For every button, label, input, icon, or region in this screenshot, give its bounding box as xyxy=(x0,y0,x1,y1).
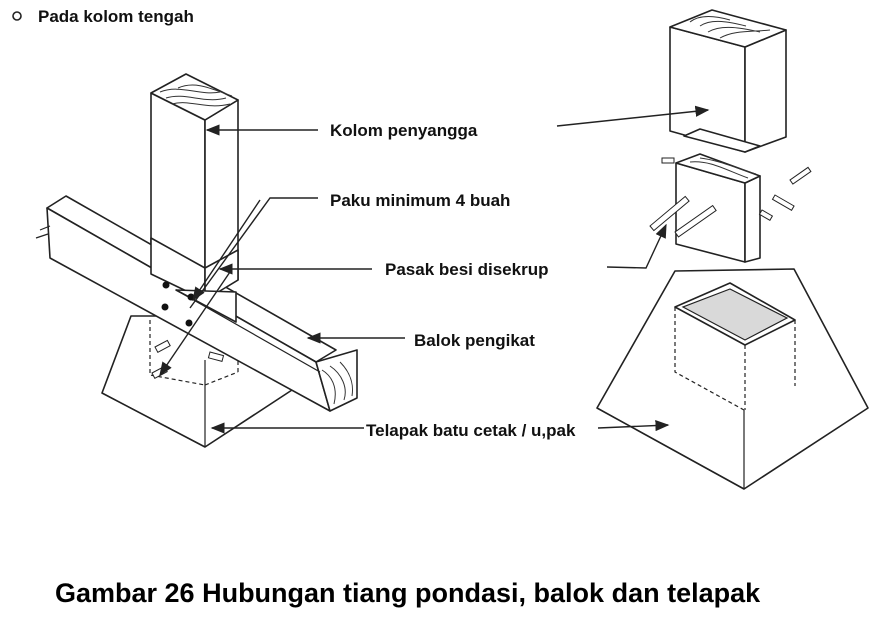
right-tenon-block xyxy=(649,153,812,263)
beam-top-edge-front xyxy=(175,289,321,373)
left-assembly xyxy=(35,73,358,448)
figure-caption: Gambar 26 Hubungan tiang pondasi, balok … xyxy=(55,578,761,608)
leader-lines xyxy=(159,105,710,434)
label-column: Kolom penyangga xyxy=(330,121,478,140)
heading-text: Pada kolom tengah xyxy=(38,7,194,26)
label-footing: Telapak batu cetak / u,pak xyxy=(366,421,576,440)
left-column xyxy=(150,73,239,301)
bullet-icon xyxy=(12,11,22,21)
right-footing xyxy=(596,268,869,490)
label-nails: Paku minimum 4 buah xyxy=(330,191,510,210)
label-pin: Pasak besi disekrup xyxy=(385,260,548,279)
right-column xyxy=(669,9,787,153)
label-beam: Balok pengikat xyxy=(414,331,535,350)
right-assembly xyxy=(596,9,869,490)
